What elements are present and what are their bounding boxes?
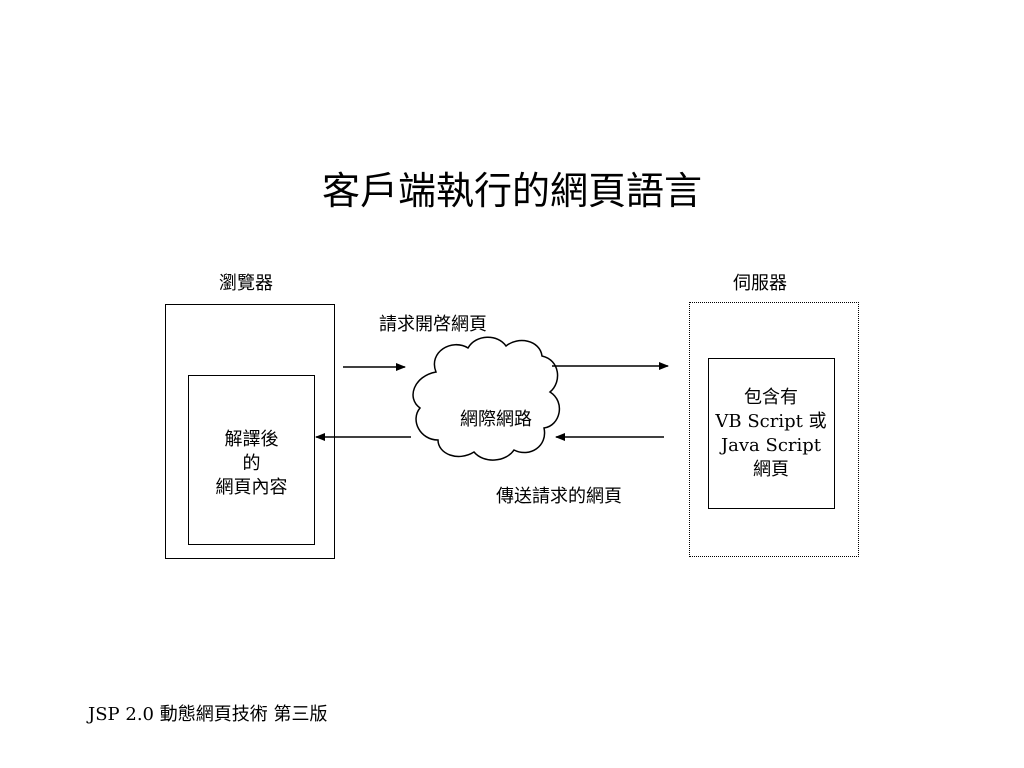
footer-text: JSP 2.0 動態網頁技術 第三版 bbox=[88, 704, 328, 725]
browser-label: 瀏覽器 bbox=[219, 273, 273, 294]
server-content-line: Java Script bbox=[720, 435, 822, 456]
cloud-label: 網際網路 bbox=[460, 409, 532, 430]
server-box bbox=[689, 302, 859, 557]
server-label: 伺服器 bbox=[733, 273, 787, 294]
request-label: 請求開啓網頁 bbox=[379, 314, 487, 335]
server-content-box bbox=[708, 358, 835, 509]
browser-content-text: 解譯後 的 網頁內容 bbox=[188, 428, 315, 500]
cloud-icon bbox=[412, 336, 561, 461]
server-content-text: 包含有 VB Script 或 Java Script 網頁 bbox=[700, 386, 842, 482]
browser-content-line: 解譯後 bbox=[224, 429, 279, 450]
browser-content-box bbox=[188, 375, 315, 545]
server-content-line: VB Script 或 bbox=[715, 411, 827, 432]
browser-content-line: 的 bbox=[242, 453, 261, 474]
response-label: 傳送請求的網頁 bbox=[496, 486, 622, 507]
browser-content-line: 網頁內容 bbox=[215, 477, 288, 498]
server-content-line: 網頁 bbox=[753, 459, 789, 480]
slide-title: 客戶端執行的網頁語言 bbox=[321, 169, 702, 213]
server-content-line: 包含有 bbox=[744, 387, 798, 408]
